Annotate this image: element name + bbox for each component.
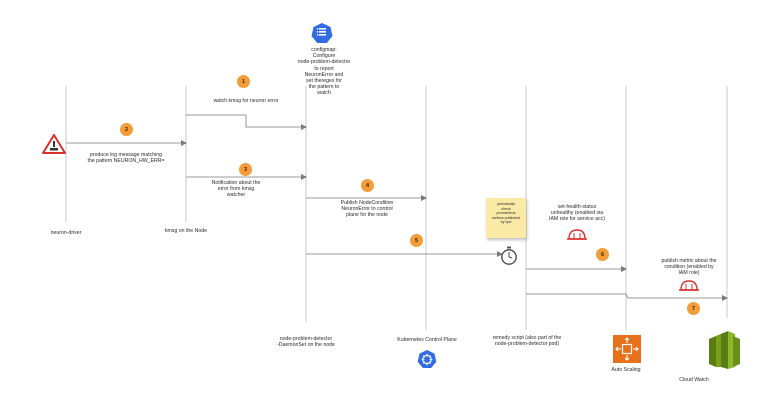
step-7-badge: 7: [687, 302, 700, 315]
step-7-label: publish metric about the condition (enab…: [661, 258, 717, 277]
kubernetes-configmap-icon: [311, 23, 333, 43]
hard-hat-icon: [567, 229, 587, 240]
step-4-label: Publish NodeCondition NeuronError to con…: [340, 200, 394, 219]
step-6-badge: 6: [596, 248, 609, 261]
step-2-label: produce log message matching the pattern…: [87, 152, 165, 165]
lane-label-remedy: remedy script (also part of the node-pro…: [492, 335, 562, 348]
stopwatch-icon: [501, 246, 517, 265]
step-3-badge: 3: [239, 163, 252, 176]
lane-label-npd: node-problem-detector -DaemonSet on the …: [277, 336, 335, 349]
step-3-label: Notification about the error from kmsg w…: [211, 180, 261, 199]
lane-label-asg: Auto Scaling: [611, 367, 641, 373]
step-2-badge: 2: [120, 123, 133, 136]
step-4-badge: 4: [361, 179, 374, 192]
sticky-note: periodically check prometheus metrics pu…: [486, 198, 526, 238]
arrow-step-7: [526, 293, 728, 301]
arrow-step-1: [186, 114, 307, 130]
configmap-label: configmap: Configure node-problem-detect…: [297, 47, 351, 97]
step-1-label: watch kmsg for neuron error: [213, 98, 279, 104]
step-5-badge: 5: [410, 234, 423, 247]
lane-label-cw: Cloud Watch: [679, 377, 709, 383]
step-6-label: set-health-status unhealthy (enabled via…: [549, 204, 605, 223]
step-1-badge: 1: [237, 75, 250, 88]
aws-auto-scaling-icon: [613, 335, 641, 363]
lane-label-kmsg: kmsg on the Node: [164, 228, 208, 234]
warning-triangle-icon: [42, 134, 66, 154]
sticky-note-text: periodically check prometheus metrics pu…: [492, 202, 520, 225]
kubernetes-control-plane-icon: [417, 350, 437, 368]
lane-label-neuron-driver: neuron-driver: [50, 230, 82, 236]
aws-cloudwatch-icon: [709, 331, 740, 369]
lane-label-k8s: Kubernetes Control Plane: [397, 337, 457, 343]
hard-hat-icon: [679, 280, 699, 291]
